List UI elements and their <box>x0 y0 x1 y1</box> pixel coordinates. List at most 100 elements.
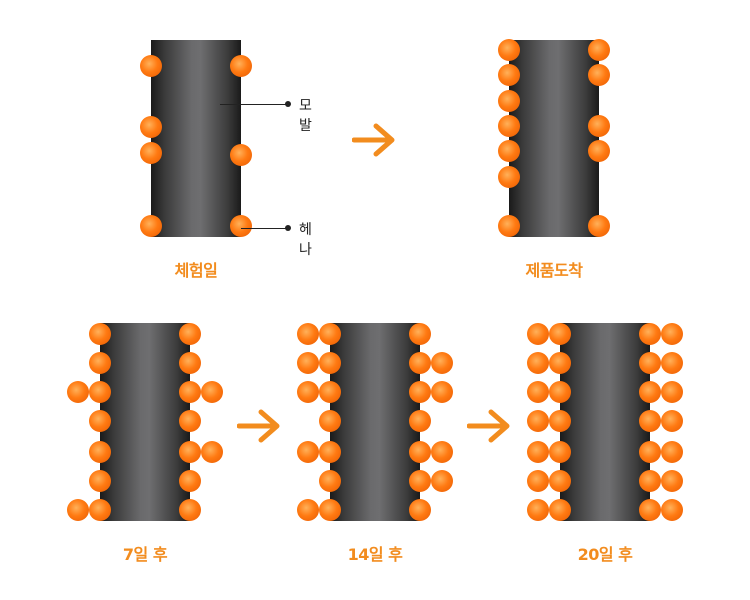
henna-particle <box>179 499 201 521</box>
henna-particle <box>431 352 453 374</box>
henna-particle <box>588 64 610 86</box>
henna-callout-dot <box>285 225 291 231</box>
arrow-right-icon <box>237 409 280 443</box>
henna-particle <box>230 55 252 77</box>
henna-particle <box>498 64 520 86</box>
henna-particle <box>498 115 520 137</box>
stage-caption: 7일 후 <box>122 545 168 564</box>
henna-particle <box>661 381 683 403</box>
henna-particle <box>297 381 319 403</box>
henna-particle <box>527 323 549 345</box>
henna-particle <box>498 215 520 237</box>
henna-particle <box>639 352 661 374</box>
henna-particle <box>588 140 610 162</box>
henna-particle <box>409 470 431 492</box>
henna-particle <box>588 115 610 137</box>
henna-particle <box>89 441 111 463</box>
stage-caption: 제품도착 <box>525 261 583 280</box>
henna-particle <box>661 410 683 432</box>
henna-particle <box>319 441 341 463</box>
henna-particle <box>319 352 341 374</box>
hair-callout-dot <box>285 101 291 107</box>
henna-particle <box>498 140 520 162</box>
henna-particle <box>409 410 431 432</box>
henna-particle <box>319 323 341 345</box>
henna-particle <box>140 215 162 237</box>
henna-particle <box>409 323 431 345</box>
henna-particle <box>498 90 520 112</box>
hair-label: 모발 <box>299 98 312 134</box>
hair-strand <box>151 40 241 237</box>
henna-particle <box>661 470 683 492</box>
henna-particle <box>89 381 111 403</box>
stage-caption: 체험일 <box>174 261 218 280</box>
hair-strand <box>560 323 650 521</box>
henna-particle <box>661 323 683 345</box>
henna-particle <box>201 441 223 463</box>
henna-particle <box>297 441 319 463</box>
henna-particle <box>549 410 571 432</box>
hair-callout-line <box>220 104 288 105</box>
henna-particle <box>179 352 201 374</box>
henna-callout-line <box>241 228 288 229</box>
henna-particle <box>588 39 610 61</box>
henna-particle <box>319 410 341 432</box>
arrow-right-icon <box>467 409 510 443</box>
henna-particle <box>297 499 319 521</box>
henna-particle <box>319 381 341 403</box>
arrow-right-icon <box>352 123 395 157</box>
henna-particle <box>319 499 341 521</box>
henna-particle <box>661 499 683 521</box>
henna-particle <box>297 352 319 374</box>
hair-strand <box>509 40 599 237</box>
henna-particle <box>549 441 571 463</box>
henna-particle <box>67 499 89 521</box>
henna-particle <box>588 215 610 237</box>
henna-particle <box>179 470 201 492</box>
henna-label: 헤나 <box>299 222 312 258</box>
henna-particle <box>431 381 453 403</box>
henna-particle <box>639 441 661 463</box>
henna-particle <box>89 323 111 345</box>
henna-particle <box>661 352 683 374</box>
henna-particle <box>549 499 571 521</box>
henna-particle <box>549 352 571 374</box>
henna-particle <box>639 470 661 492</box>
henna-particle <box>297 323 319 345</box>
henna-particle <box>179 410 201 432</box>
henna-particle <box>230 144 252 166</box>
henna-particle <box>409 499 431 521</box>
henna-particle <box>140 142 162 164</box>
henna-particle <box>527 381 549 403</box>
henna-particle <box>409 352 431 374</box>
henna-particle <box>549 323 571 345</box>
henna-particle <box>639 381 661 403</box>
henna-particle <box>89 470 111 492</box>
henna-particle <box>319 470 341 492</box>
henna-particle <box>179 323 201 345</box>
henna-particle <box>527 470 549 492</box>
henna-particle <box>431 470 453 492</box>
henna-particle <box>140 116 162 138</box>
henna-particle <box>201 381 223 403</box>
stage-caption: 14일 후 <box>347 545 403 564</box>
hair-strand <box>100 323 190 521</box>
henna-particle <box>498 39 520 61</box>
henna-particle <box>409 441 431 463</box>
henna-particle <box>89 499 111 521</box>
henna-particle <box>409 381 431 403</box>
henna-particle <box>549 381 571 403</box>
henna-particle <box>639 323 661 345</box>
henna-particle <box>527 352 549 374</box>
henna-particle <box>89 352 111 374</box>
henna-particle <box>498 166 520 188</box>
henna-particle <box>140 55 162 77</box>
henna-particle <box>639 410 661 432</box>
henna-particle <box>230 215 252 237</box>
henna-particle <box>639 499 661 521</box>
henna-particle <box>549 470 571 492</box>
henna-particle <box>527 410 549 432</box>
henna-particle <box>89 410 111 432</box>
stage-caption: 20일 후 <box>577 545 633 564</box>
henna-particle <box>661 441 683 463</box>
